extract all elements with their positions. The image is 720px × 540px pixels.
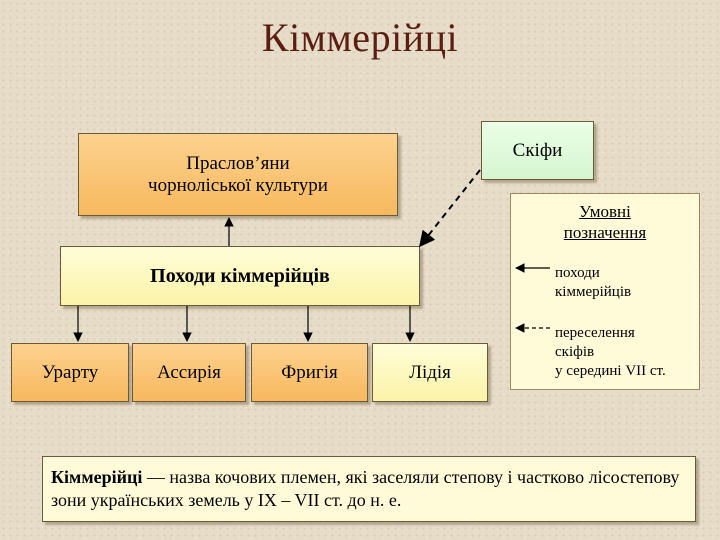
legend-item-skify-line-2: скіфів	[555, 344, 595, 360]
node-praslovyany-line-1: Праслов’яни	[186, 152, 290, 174]
node-skify: Скіфи	[481, 121, 594, 180]
legend-item-skify: переселення скіфів у середині VII ст.	[555, 324, 666, 381]
legend-item-pokhody: походи кіммерійців	[555, 264, 631, 302]
legend-item-pokhody-line-1: походи	[555, 265, 600, 281]
node-praslovyany-line-2: чорноліської культури	[148, 174, 328, 196]
node-pokhody: Походи кіммерійців	[60, 246, 420, 306]
legend-item-pokhody-line-2: кіммерійців	[555, 284, 632, 300]
definition-text: — назва кочових племен, які заселяли сте…	[51, 467, 680, 510]
node-frygia: Фригія	[251, 343, 368, 402]
legend-item-skify-line-1: переселення	[555, 325, 635, 341]
node-assyria: Ассирія	[132, 343, 246, 402]
legend-item-skify-line-3: у середині VII ст.	[555, 363, 666, 379]
node-lidia: Лідія	[372, 343, 488, 402]
legend-title-line-1: Умовні	[579, 202, 631, 221]
page-title: Кіммерійці	[261, 15, 459, 60]
legend-title-line-2: позначення	[563, 223, 647, 242]
arrow-skify-dashed	[419, 169, 481, 248]
legend: Умовні позначення походи кіммерійців пер…	[510, 193, 700, 390]
node-praslovyany: Праслов’яни чорноліської культури	[78, 133, 398, 216]
definition-box: Кіммерійці — назва кочових племен, які з…	[42, 456, 696, 522]
definition-term: Кіммерійці	[51, 467, 143, 487]
node-urartu: Урарту	[11, 343, 129, 402]
legend-title: Умовні позначення	[511, 201, 699, 243]
